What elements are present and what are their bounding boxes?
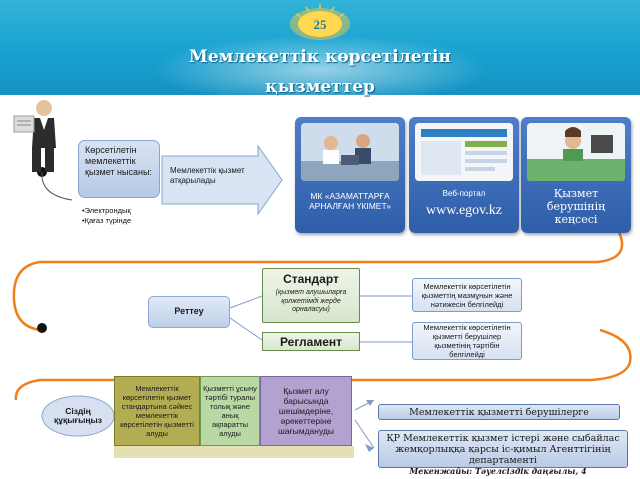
standard-title: Стандарт — [283, 272, 339, 286]
curve-right-lower — [14, 328, 632, 401]
standard-description: Мемлекеттік көрсетілетін қызметтің мазмұ… — [412, 278, 522, 312]
standard-box: Стандарт (қызмет алушыларға қолжетімді ж… — [262, 268, 360, 323]
right-item-3: Қызмет алу барысында шешімдеріне, әрекет… — [260, 376, 352, 446]
provider-tile-portal[interactable]: Веб-портал www.egov.kz — [409, 117, 519, 233]
reglament-box: Регламент — [262, 332, 360, 351]
service-desk-photo-icon — [527, 123, 625, 181]
regulation-label: Реттеу — [174, 306, 204, 317]
complaint-target-agency: ҚР Мемлекеттік қызмет істері және сыбайл… — [378, 430, 628, 468]
rights-label: Сіздің құқығыңыз — [54, 405, 102, 425]
link-reg-standard — [229, 295, 263, 309]
agency-address: Мекенжайы: Тәуелсіздік даңғылы, 4 — [409, 466, 587, 476]
egov-portal-screenshot-icon — [415, 123, 513, 181]
provider-label-office: Қызмет берушінің кеңсесі — [546, 187, 606, 226]
link-right-2 — [354, 419, 375, 449]
provider-tile-con: МК «АЗАМАТТАРҒА АРНАЛҒАН ҮКІМЕТ» — [295, 117, 405, 233]
regulation-box: Реттеу — [148, 296, 230, 328]
header-glow — [150, 35, 490, 105]
service-performed-label: Мемлекеттік қызмет атқарылады — [170, 166, 245, 185]
reglament-title: Регламент — [279, 334, 343, 349]
egov-url-link[interactable]: www.egov.kz — [426, 203, 502, 218]
form-option-electronic: •Электрондық — [82, 206, 131, 215]
page-title-line1: Мемлекеттік көрсетілетін — [189, 47, 451, 67]
standard-subtitle: (қызмет алушыларға қолжетімді жерде орна… — [275, 289, 347, 313]
emblem-number: 25 — [314, 17, 328, 32]
provider-label-con: МК «АЗАМАТТАРҒА АРНАЛҒАН ҮКІМЕТ» — [308, 191, 392, 211]
service-form-box: Көрсетілетін мемлекеттік қызмет нысаны: — [78, 140, 160, 198]
connector-form — [41, 171, 73, 201]
curve-top-right — [12, 229, 624, 332]
provider-label-portal: Веб-портал — [442, 189, 486, 198]
complaint-target-providers: Мемлекеттік қызметті берушілерге — [378, 404, 620, 420]
rights-shadow — [114, 446, 354, 458]
anniversary-emblem-icon: 25 — [290, 4, 350, 40]
form-option-paper: •Қағаз түрінде — [82, 216, 132, 225]
businessman-icon — [13, 100, 56, 172]
right-item-2: Қызметті ұсыну тәртібі туралы толық және… — [200, 376, 260, 446]
right-item-1: Мемлекеттік көрсетілетін қызмет стандарт… — [114, 376, 200, 446]
link-reg-reglament — [229, 317, 263, 341]
bullet-dot-2 — [37, 323, 47, 333]
reglament-description: Мемлекеттік көрсетілетін қызметті беруші… — [412, 322, 522, 360]
provider-tile-office: Қызмет берушінің кеңсесі — [521, 117, 631, 233]
page-title-line2: қызметтер — [265, 77, 375, 97]
service-form-title: Көрсетілетін мемлекеттік қызмет нысаны: — [85, 145, 152, 177]
office-workers-photo-icon — [301, 123, 399, 181]
big-arrow-shape — [161, 144, 283, 216]
